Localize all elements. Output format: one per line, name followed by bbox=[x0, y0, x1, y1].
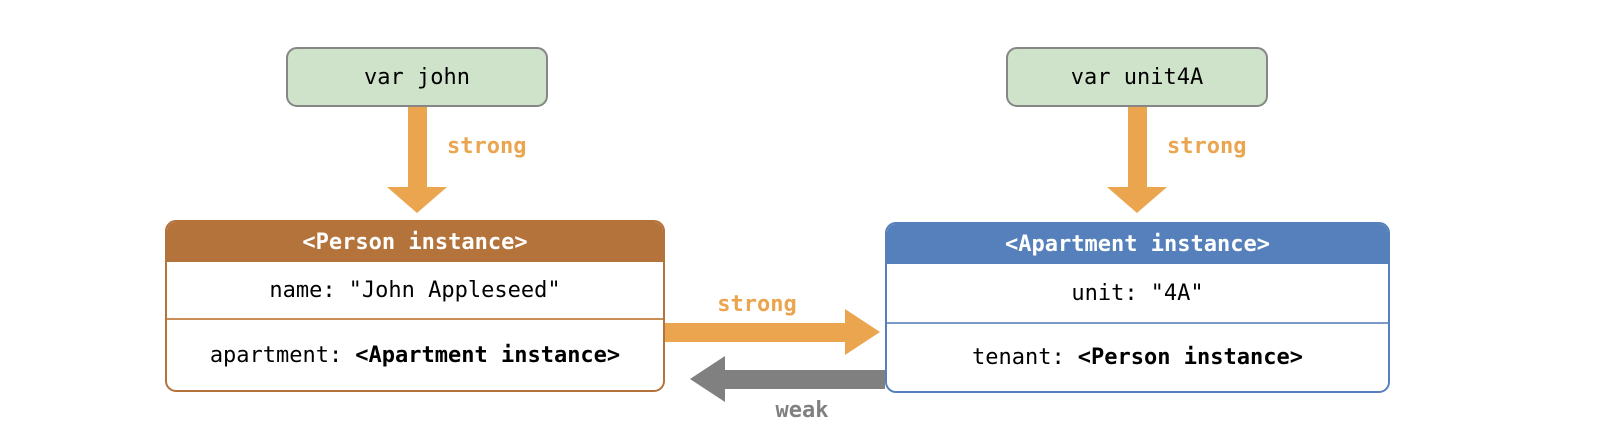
var-unit4a-label: var unit4A bbox=[1070, 64, 1204, 90]
person-instance-box: <Person instance> name: "John Appleseed"… bbox=[165, 220, 665, 392]
arrow-stem bbox=[407, 107, 427, 187]
arrow-stem bbox=[665, 322, 845, 342]
var-john-label: var john bbox=[364, 64, 470, 90]
apartment-unit-row: unit: "4A" bbox=[887, 264, 1388, 322]
strong-arrow-person-to-apartment bbox=[665, 309, 880, 355]
var-john-box: var john bbox=[286, 47, 548, 107]
var-unit4a-box: var unit4A bbox=[1006, 47, 1268, 107]
arrow-head-right-icon bbox=[845, 309, 880, 355]
person-apartment-value: <Apartment instance> bbox=[355, 342, 621, 368]
apartment-instance-header: <Apartment instance> bbox=[887, 224, 1388, 264]
person-apartment-row: apartment: <Apartment instance> bbox=[167, 318, 663, 390]
strong-arrow-unit4a-to-apartment bbox=[1107, 107, 1167, 213]
arrow-stem bbox=[725, 369, 885, 389]
apartment-tenant-row: tenant: <Person instance> bbox=[887, 322, 1388, 391]
person-name-row: name: "John Appleseed" bbox=[167, 262, 663, 318]
apartment-unit-property: unit: bbox=[1071, 280, 1138, 306]
person-name-value: "John Appleseed" bbox=[348, 277, 561, 303]
arrow-head-down-icon bbox=[1107, 187, 1167, 213]
strong-arrow-john-to-person bbox=[387, 107, 447, 213]
arrow-head-left-icon bbox=[690, 356, 725, 402]
strong-label-person-to-apartment: strong bbox=[717, 292, 797, 317]
strong-label-john: strong bbox=[447, 134, 527, 159]
arrow-head-down-icon bbox=[387, 187, 447, 213]
person-name-property: name: bbox=[269, 277, 336, 303]
strong-label-unit4a: strong bbox=[1167, 134, 1247, 159]
person-apartment-property: apartment: bbox=[209, 342, 343, 368]
apartment-tenant-value: <Person instance> bbox=[1077, 345, 1303, 370]
apartment-tenant-property: tenant: bbox=[972, 345, 1065, 370]
person-instance-header: <Person instance> bbox=[167, 222, 663, 262]
apartment-unit-value: "4A" bbox=[1150, 280, 1204, 306]
apartment-instance-box: <Apartment instance> unit: "4A" tenant: … bbox=[885, 222, 1390, 393]
weak-label-apartment-to-person: weak bbox=[775, 398, 829, 423]
weak-arrow-apartment-to-person bbox=[690, 356, 885, 402]
arrow-stem bbox=[1127, 107, 1147, 187]
